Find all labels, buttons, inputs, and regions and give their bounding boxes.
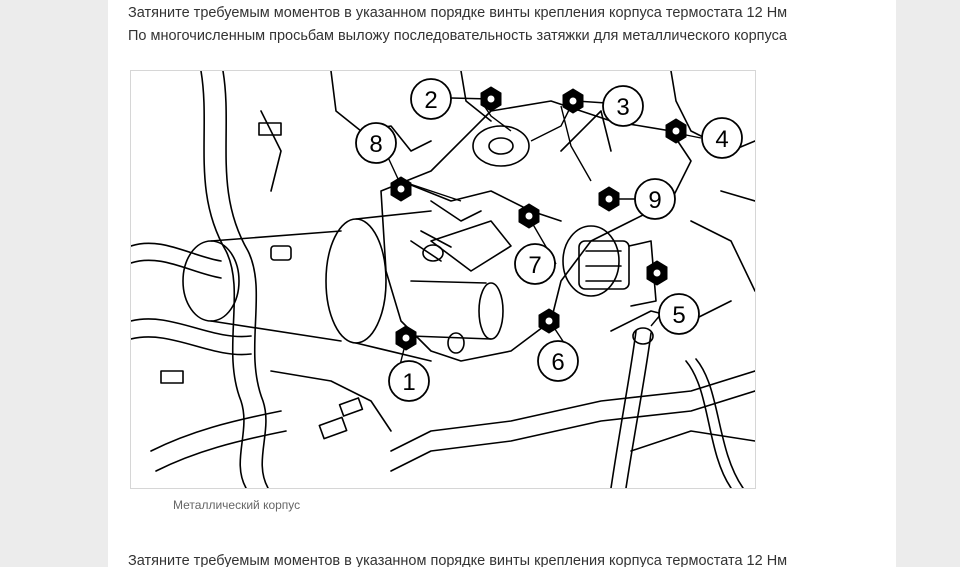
bolt-7 — [518, 203, 540, 229]
svg-text:2: 2 — [424, 87, 437, 114]
svg-text:7: 7 — [528, 252, 541, 279]
svg-text:9: 9 — [648, 187, 661, 214]
coolant-hose — [610, 327, 744, 488]
svg-text:5: 5 — [672, 302, 685, 329]
bolt-1 — [395, 325, 417, 351]
bolt-4 — [665, 118, 687, 144]
article-content: Затяните требуемым моментов в указанном … — [108, 0, 896, 567]
callout-1: 1 — [388, 360, 430, 402]
callout-7: 7 — [514, 243, 556, 285]
figure-caption: Металлический корпус — [173, 498, 301, 512]
instruction-paragraph: Затяните требуемым моментов в указанном … — [128, 5, 788, 21]
svg-text:4: 4 — [715, 126, 728, 153]
bolt-6 — [538, 308, 560, 334]
svg-text:3: 3 — [616, 94, 629, 121]
housing-bolts — [390, 86, 687, 351]
thermostat-cylinder — [182, 210, 432, 362]
callout-4: 4 — [701, 117, 743, 159]
bolt-8 — [390, 176, 412, 202]
thermostat-housing-diagram[interactable]: 1 2 3 4 5 — [130, 70, 756, 489]
outlet-pipe — [410, 230, 504, 354]
callout-2: 2 — [410, 78, 452, 120]
wiring-harness — [131, 71, 287, 488]
svg-text:1: 1 — [402, 369, 415, 396]
callout-3: 3 — [602, 85, 644, 127]
sequence-note-paragraph: По многочисленным просьбам выложу послед… — [128, 28, 787, 44]
callout-9: 9 — [634, 178, 676, 220]
svg-text:8: 8 — [369, 131, 382, 158]
thermostat-housing — [380, 100, 692, 362]
bolt-9 — [598, 186, 620, 212]
repeated-instruction-paragraph: Затяните требуемым моментов в указанном … — [128, 553, 788, 567]
right-gutter — [896, 0, 960, 567]
bolt-5 — [646, 260, 668, 286]
sensor-connector — [562, 225, 657, 307]
bolt-3 — [562, 88, 584, 114]
harness-clips — [160, 370, 364, 440]
bolt-2 — [480, 86, 502, 112]
svg-text:6: 6 — [551, 349, 564, 376]
callout-6: 6 — [537, 340, 579, 382]
callout-5: 5 — [658, 293, 700, 335]
callout-8: 8 — [355, 122, 397, 164]
left-gutter — [0, 0, 108, 567]
